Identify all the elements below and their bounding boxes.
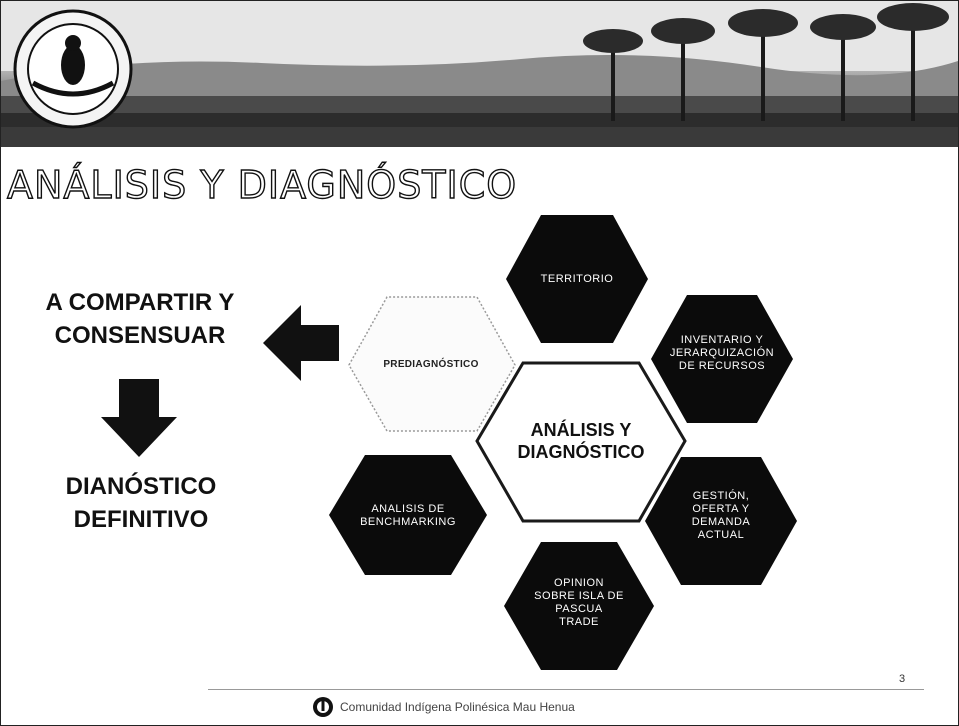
benchmarking-line-1: ANALISIS DE <box>371 503 445 515</box>
compartir-label: A COMPARTIR Y CONSENSUAR <box>25 286 255 352</box>
footer-text: Comunidad Indígena Polinésica Mau Henua <box>340 700 575 714</box>
opinion-line-4: TRADE <box>559 616 599 628</box>
inventario-label: INVENTARIO Y JERARQUIZACIÓN DE RECURSOS <box>653 334 791 373</box>
opinion-line-2: SOBRE ISLA DE <box>534 590 624 602</box>
hex-benchmarking <box>329 455 487 575</box>
opinion-line-3: PASCUA <box>555 603 603 615</box>
left-arrow-icon <box>263 305 339 381</box>
benchmarking-line-2: BENCHMARKING <box>360 516 456 528</box>
benchmarking-label: ANALISIS DE BENCHMARKING <box>343 503 473 529</box>
center-line-1: ANÁLISIS Y <box>530 420 632 440</box>
hex-gestion <box>645 457 797 585</box>
definitivo-line-1: DIANÓSTICO <box>65 473 217 500</box>
prediagnostico-label: PREDIAGNÓSTICO <box>383 359 479 370</box>
gestion-line-1: GESTIÓN, <box>692 490 750 502</box>
opinion-label: OPINION SOBRE ISLA DE PASCUA TRADE <box>519 577 639 629</box>
definitivo-line-2: DEFINITIVO <box>73 506 209 533</box>
center-label: ANÁLISIS Y DIAGNÓSTICO <box>491 419 671 463</box>
inventario-line-1: INVENTARIO Y <box>680 334 764 346</box>
hex-inventario <box>651 295 793 423</box>
inventario-line-2: JERARQUIZACIÓN <box>669 347 775 359</box>
footer: Comunidad Indígena Polinésica Mau Henua <box>208 689 924 725</box>
inventario-line-3: DE RECURSOS <box>678 360 766 372</box>
hex-opinion <box>504 542 654 670</box>
header-banner <box>1 1 958 147</box>
landscape-photo <box>1 1 958 147</box>
center-line-2: DIAGNÓSTICO <box>517 442 645 462</box>
hex-prediagnostico <box>348 296 516 432</box>
opinion-line-1: OPINION <box>554 577 604 589</box>
gestion-line-3: DEMANDA <box>691 516 751 528</box>
hex-territorio <box>506 215 648 343</box>
gestion-label: GESTIÓN, OFERTA Y DEMANDA ACTUAL <box>661 490 781 542</box>
down-arrow-icon <box>101 379 177 457</box>
gestion-line-4: ACTUAL <box>697 529 745 541</box>
compartir-line-2: CONSENSUAR <box>54 322 226 349</box>
slide-title: ANÁLISIS Y DIAGNÓSTICO <box>6 162 518 207</box>
territorio-line-1: TERRITORIO <box>540 273 614 285</box>
compartir-line-1: A COMPARTIR Y <box>45 289 235 316</box>
page-number: 3 <box>899 673 906 685</box>
territorio-label: TERRITORIO <box>516 273 638 286</box>
hex-center <box>475 361 687 523</box>
gestion-line-2: OFERTA Y <box>692 503 750 515</box>
footer-logo-icon <box>313 697 333 717</box>
diagnostico-definitivo-label: DIANÓSTICO DEFINITIVO <box>21 470 261 536</box>
community-seal-logo <box>13 9 133 129</box>
